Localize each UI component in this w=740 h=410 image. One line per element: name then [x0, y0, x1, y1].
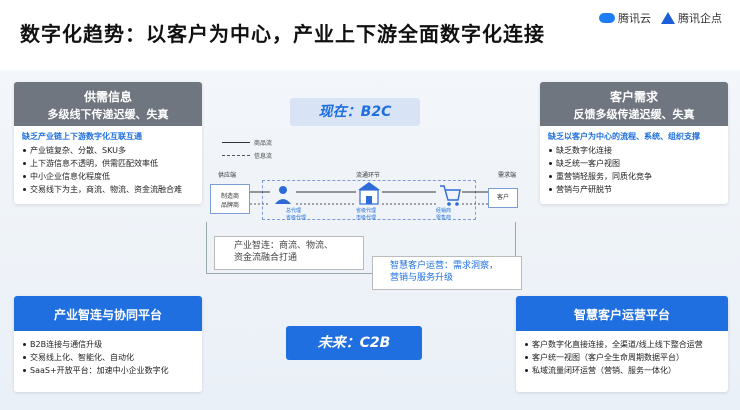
solid-line-swatch [222, 142, 250, 143]
tencent-cloud-label: 腾讯云 [618, 12, 651, 25]
supply-info-list: 产业链复杂、分散、SKU多 上下游信息不透明，供需匹配效率低 中小企业信息化程度… [22, 145, 194, 195]
industry-platform-title: 产业智连与协同平台 [53, 308, 162, 322]
customer-callout-line: 营销与服务升级 [390, 273, 454, 283]
agent-person-icon [275, 186, 291, 204]
supply-info-header: 供需信息 多级线下传递迟缓、失真 [14, 82, 202, 126]
customer-callout-box [372, 256, 522, 290]
list-item: 客户数字化直接连接，全渠道/线上线下整合运营 [524, 339, 720, 350]
industry-callout-line: 资金流融合打通 [234, 253, 298, 263]
dashed-line-swatch [222, 155, 250, 156]
tencent-qidian-label: 腾讯企点 [678, 12, 722, 25]
list-item: B2B连接与通信升级 [22, 339, 194, 350]
triangle-logo-icon [661, 12, 675, 24]
retail-label: 经销商 [436, 208, 452, 214]
industry-callout-line: 产业智连：商流、物流、 [234, 241, 334, 251]
now-b2c-badge: 现在：B2C [290, 98, 420, 126]
legend-goods-flow: 商品流 [222, 138, 272, 147]
agent-label: 省级代理 [286, 215, 307, 221]
region-label: 省级代理 [356, 208, 377, 214]
industry-callout-box [214, 236, 364, 270]
flow-arrows [250, 182, 488, 206]
tencent-cloud-logo: 腾讯云 [599, 10, 651, 26]
manufacturer-node: 制造商 品牌商 [210, 184, 250, 214]
industry-callout: 产业智连：商流、物流、 资金流融合打通 [234, 240, 333, 264]
future-c2b-badge: 未来：C2B [286, 326, 422, 360]
industry-platform-list: B2B连接与通信升级 交易线上化、智能化、自动化 SaaS+开放平台：加速中小企… [22, 339, 194, 376]
list-item: 产业链复杂、分散、SKU多 [22, 145, 194, 156]
customer-ops-title: 智慧客户运营平台 [573, 308, 670, 322]
customer-demand-body: 缺乏以客户为中心的流程、系统、组织支撑 缺乏数字化连接 缺乏统一客户视图 重营销… [540, 126, 728, 203]
circulation-dashed-box [262, 180, 476, 220]
tencent-qidian-logo: 腾讯企点 [661, 10, 722, 26]
store-icon [358, 182, 380, 205]
circulation-stage-label: 流通环节 [356, 172, 381, 179]
page-title: 数字化趋势：以客户为中心，产业上下游全面数字化连接 [20, 22, 545, 46]
customer-demand-subtitle: 反馈多级传递迟缓、失真 [573, 108, 695, 121]
customer-ops-header: 智慧客户运营平台 [516, 296, 728, 331]
list-item: 中小企业信息化程度低 [22, 171, 194, 182]
logo-group: 腾讯云 腾讯企点 [599, 10, 722, 26]
customer-demand-list: 缺乏数字化连接 缺乏统一客户视图 重营销轻服务，同质化竞争 营销与产研脱节 [548, 145, 720, 195]
customer-callout-line: 智慧客户运营：需求洞察， [390, 261, 499, 271]
customer-ops-panel: 智慧客户运营平台 客户数字化直接连接，全渠道/线上线下整合运营 客户统一视图（客… [516, 296, 728, 392]
list-item: 上下游信息不透明，供需匹配效率低 [22, 158, 194, 169]
list-item: 交易线下为主，商流、物流、资金流融合难 [22, 184, 194, 195]
customer-ops-list: 客户数字化直接连接，全渠道/线上线下整合运营 客户统一视图（客户全生命周期数据平… [524, 339, 720, 376]
supply-info-subtitle: 多级线下传递迟缓、失真 [47, 108, 169, 121]
industry-platform-panel: 产业智连与协同平台 B2B连接与通信升级 交易线上化、智能化、自动化 SaaS+… [14, 296, 202, 392]
list-item: 私域流量闭环运营（营销、服务一体化） [524, 365, 720, 376]
region-label: 市级代理 [356, 215, 377, 221]
supply-info-body: 缺乏产业链上下游数字化互联互通 产业链复杂、分散、SKU多 上下游信息不透明，供… [14, 126, 202, 203]
list-item: 营销与产研脱节 [548, 184, 720, 195]
supply-info-panel: 供需信息 多级线下传递迟缓、失真 缺乏产业链上下游数字化互联互通 产业链复杂、分… [14, 82, 202, 204]
cloud-icon [599, 13, 615, 23]
industry-platform-header: 产业智连与协同平台 [14, 296, 202, 331]
industry-bracket [206, 222, 516, 274]
customer-demand-title: 客户需求 [609, 90, 658, 104]
customer-demand-panel: 客户需求 反馈多级传递迟缓、失真 缺乏以客户为中心的流程、系统、组织支撑 缺乏数… [540, 82, 728, 204]
retail-labels: 经销商 零售商 [436, 208, 451, 222]
supply-info-title: 供需信息 [83, 90, 132, 104]
demand-stage-label: 需求端 [498, 172, 517, 179]
list-item: 缺乏统一客户视图 [548, 158, 720, 169]
customer-node: 客户 [488, 188, 518, 208]
agent-label: 总代理 [286, 208, 302, 214]
customer-callout: 智慧客户运营：需求洞察， 营销与服务升级 [390, 260, 498, 284]
customer-demand-lead: 缺乏以客户为中心的流程、系统、组织支撑 [548, 132, 700, 141]
region-labels: 省级代理 市级代理 [356, 208, 376, 222]
agent-labels: 总代理 省级代理 [286, 208, 306, 222]
list-item: SaaS+开放平台：加速中小企业数字化 [22, 365, 194, 376]
list-item: 交易线上化、智能化、自动化 [22, 352, 194, 363]
legend-goods-label: 商品流 [254, 140, 273, 147]
flow-legend: 商品流 信息流 [222, 138, 272, 164]
customer-demand-header: 客户需求 反馈多级传递迟缓、失真 [540, 82, 728, 126]
cart-icon [440, 185, 461, 206]
supply-info-lead: 缺乏产业链上下游数字化互联互通 [22, 132, 142, 141]
industry-platform-body: B2B连接与通信升级 交易线上化、智能化、自动化 SaaS+开放平台：加速中小企… [14, 331, 202, 384]
list-item: 缺乏数字化连接 [548, 145, 720, 156]
list-item: 客户统一视图（客户全生命周期数据平台） [524, 352, 720, 363]
list-item: 重营销轻服务，同质化竞争 [548, 171, 720, 182]
legend-info-flow: 信息流 [222, 151, 272, 160]
legend-info-label: 信息流 [254, 153, 273, 160]
supply-stage-label: 供应端 [218, 172, 237, 179]
value-chain-flow: 供应端 流通环节 需求端 制造商 品牌商 客户 [206, 170, 534, 234]
customer-ops-body: 客户数字化直接连接，全渠道/线上线下整合运营 客户统一视图（客户全生命周期数据平… [516, 331, 728, 384]
retail-label: 零售商 [436, 215, 452, 221]
